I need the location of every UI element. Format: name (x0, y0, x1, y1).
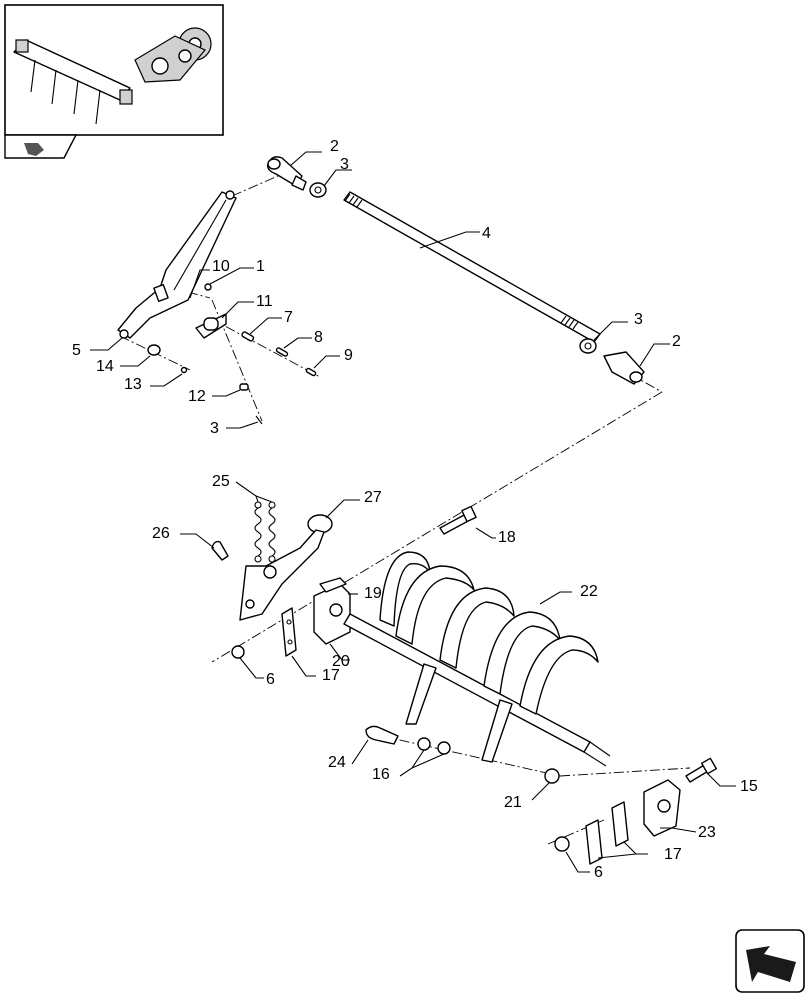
crank-arm[interactable] (117, 190, 237, 339)
overview-thumbnail[interactable] (4, 4, 224, 136)
callout-11: 11 (256, 293, 273, 310)
callout-13: 13 (124, 376, 142, 393)
callout-19: 19 (364, 585, 382, 602)
pin-8[interactable] (275, 347, 289, 357)
callout-21: 21 (504, 794, 522, 811)
thumbnail-view-tab[interactable] (4, 134, 78, 159)
next-page-arrow-button[interactable] (735, 929, 805, 993)
leader-lines (90, 151, 736, 873)
thumbnail-gearbox (134, 27, 212, 83)
nut-upper[interactable] (309, 182, 327, 198)
callout-17: 17 (322, 667, 340, 684)
callout-4: 4 (482, 225, 491, 242)
arrow-icon (746, 946, 796, 982)
lever-27[interactable] (239, 514, 333, 621)
callout-labels: 2 3 4 3 2 10 1 11 7 8 9 5 14 13 12 3 25 … (72, 138, 758, 881)
callout-23: 23 (698, 824, 716, 841)
callout-9: 9 (344, 347, 353, 364)
bearing-block-23[interactable] (643, 779, 681, 837)
nut-21[interactable] (544, 768, 560, 784)
tines[interactable] (379, 551, 599, 763)
thumbnail-tine-bar (13, 39, 133, 125)
plate-17-left[interactable] (281, 607, 297, 657)
callout-26: 26 (152, 525, 170, 542)
nut-6-left[interactable] (231, 645, 245, 659)
plates-17-right[interactable] (585, 801, 629, 865)
springs[interactable] (254, 501, 276, 563)
callout-17: 17 (664, 846, 682, 863)
bolt-15[interactable] (685, 757, 718, 783)
callout-20: 20 (332, 653, 350, 670)
callout-2: 2 (330, 138, 339, 155)
callout-2: 2 (672, 333, 681, 350)
callout-14: 14 (96, 358, 114, 375)
callout-1: 1 (256, 258, 265, 275)
callout-6: 6 (594, 864, 603, 881)
callout-25: 25 (212, 473, 230, 490)
callout-3: 3 (210, 420, 219, 437)
threaded-rod[interactable] (343, 191, 601, 343)
callout-22: 22 (580, 583, 598, 600)
pin-12[interactable] (239, 383, 249, 391)
pin-1[interactable] (204, 283, 212, 291)
bolt-24[interactable] (365, 725, 399, 745)
callout-6: 6 (266, 671, 275, 688)
callout-3: 3 (340, 156, 349, 173)
nut-6-right[interactable] (554, 836, 570, 852)
pin-7[interactable] (241, 331, 255, 342)
bolt-18[interactable] (439, 505, 477, 535)
clip-26[interactable] (211, 540, 229, 561)
callout-24: 24 (328, 754, 346, 771)
callout-15: 15 (740, 778, 758, 795)
clip-13[interactable] (180, 366, 188, 374)
bushing-14[interactable] (147, 344, 161, 356)
pivot-pin[interactable] (153, 284, 169, 302)
callout-5: 5 (72, 342, 81, 359)
callout-16: 16 (372, 766, 390, 783)
callout-27: 27 (364, 489, 382, 506)
callout-10: 10 (212, 258, 230, 275)
callout-3: 3 (634, 311, 643, 328)
bearing-block-19[interactable] (313, 577, 351, 645)
callout-18: 18 (498, 529, 516, 546)
cotter-3[interactable] (255, 415, 263, 425)
callout-8: 8 (314, 329, 323, 346)
pin-9[interactable] (305, 367, 317, 377)
callout-12: 12 (188, 388, 206, 405)
rod-end-lower[interactable] (603, 351, 645, 385)
nut-lower[interactable] (579, 338, 597, 354)
assembly-centerlines (119, 171, 691, 845)
bracket-11[interactable] (195, 313, 227, 339)
rod-end-upper[interactable] (266, 156, 307, 191)
callout-7: 7 (284, 309, 293, 326)
